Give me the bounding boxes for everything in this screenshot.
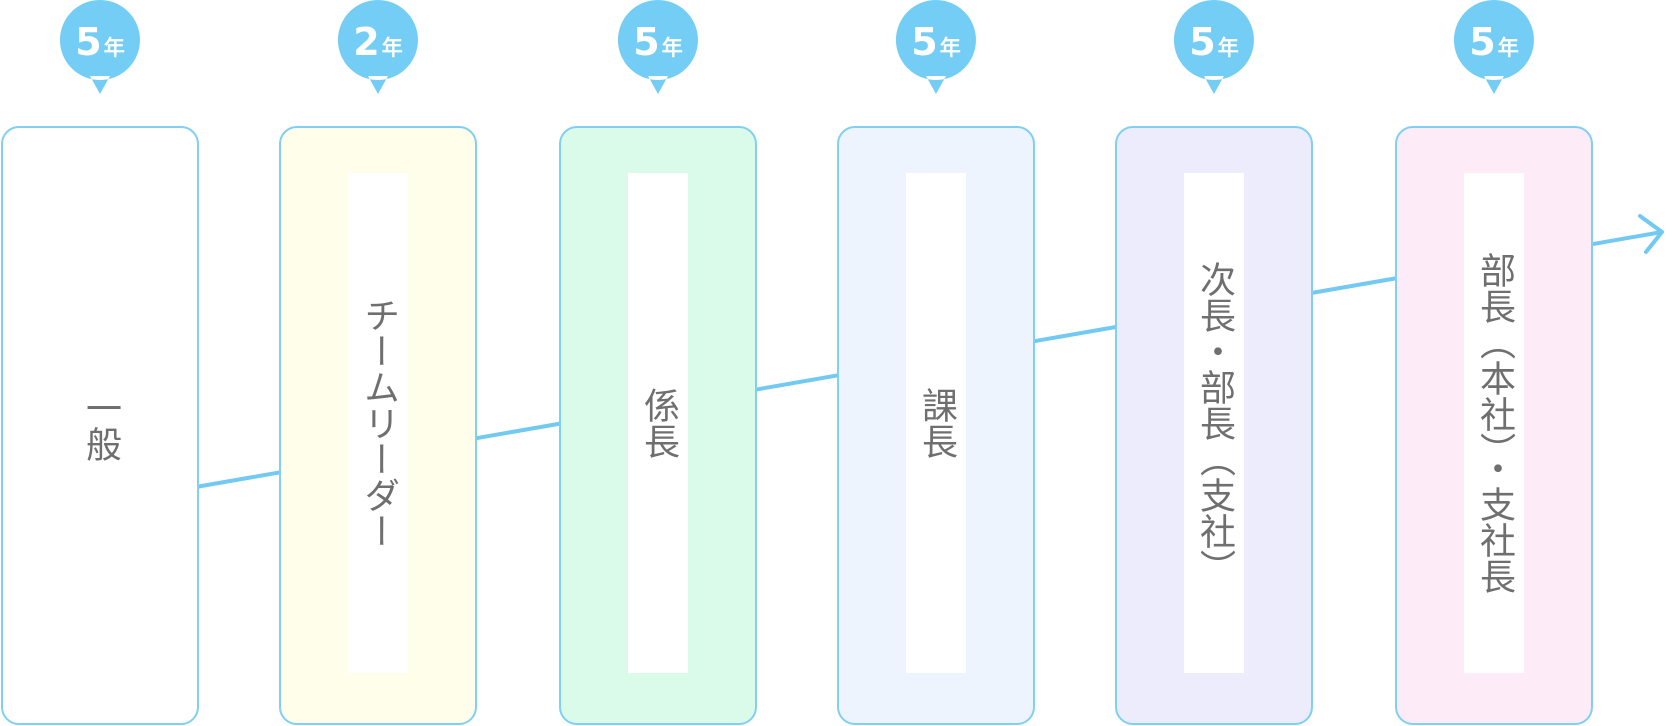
years-unit: 年 — [381, 36, 403, 60]
years-unit: 年 — [1497, 36, 1519, 60]
years-value: 5 — [75, 20, 102, 64]
years-value: 5 — [911, 20, 938, 64]
map-pin-icon — [1454, 0, 1534, 94]
stage-title-panel: 次長・部長（支社） — [1184, 173, 1244, 673]
years-badge: 2年 — [338, 0, 418, 94]
map-pin-icon — [1174, 0, 1254, 94]
stage-title: 部長（本社）・支社長 — [1474, 252, 1516, 594]
years-unit: 年 — [1217, 36, 1239, 60]
stage-card: 一般 — [1, 126, 199, 725]
stage-card: 課長 — [837, 126, 1035, 725]
stage-deputy-manager: 5年 次長・部長（支社） — [1115, 0, 1313, 726]
years-value: 5 — [1469, 20, 1496, 64]
stage-card: 次長・部長（支社） — [1115, 126, 1313, 725]
map-pin-icon — [896, 0, 976, 94]
years-label: 2年 — [338, 20, 418, 72]
years-badge: 5年 — [618, 0, 698, 94]
arrow-head-icon — [1638, 214, 1664, 254]
stage-chief: 5年 係長 — [559, 0, 757, 726]
stage-title: 一般 — [80, 389, 122, 462]
years-badge: 5年 — [896, 0, 976, 94]
years-label: 5年 — [1454, 20, 1534, 72]
map-pin-icon — [618, 0, 698, 94]
map-pin-icon — [338, 0, 418, 94]
years-badge: 5年 — [1454, 0, 1534, 94]
years-value: 2 — [353, 20, 380, 64]
years-label: 5年 — [1174, 20, 1254, 72]
years-unit: 年 — [661, 36, 683, 60]
years-unit: 年 — [939, 36, 961, 60]
stage-general-manager: 5年 部長（本社）・支社長 — [1395, 0, 1593, 726]
stage-section-manager: 5年 課長 — [837, 0, 1035, 726]
stage-title: 次長・部長（支社） — [1194, 261, 1236, 585]
map-pin-icon — [60, 0, 140, 94]
years-value: 5 — [633, 20, 660, 64]
years-value: 5 — [1189, 20, 1216, 64]
stage-general: 5年 一般 — [1, 0, 199, 726]
stage-title: 係長 — [638, 387, 680, 459]
stage-team-leader: 2年 チームリーダー — [279, 0, 477, 726]
years-label: 5年 — [60, 20, 140, 72]
stage-card: 係長 — [559, 126, 757, 725]
years-badge: 5年 — [60, 0, 140, 94]
stage-card: 部長（本社）・支社長 — [1395, 126, 1593, 725]
stage-title: 課長 — [916, 387, 958, 459]
years-label: 5年 — [896, 20, 976, 72]
years-badge: 5年 — [1174, 0, 1254, 94]
stage-title: チームリーダー — [358, 297, 400, 549]
stage-title-panel: 係長 — [628, 173, 688, 673]
years-label: 5年 — [618, 20, 698, 72]
stage-title-panel: 課長 — [906, 173, 966, 673]
stage-title-panel: チームリーダー — [348, 173, 408, 673]
stage-card: チームリーダー — [279, 126, 477, 725]
stage-title-panel: 部長（本社）・支社長 — [1464, 173, 1524, 673]
years-unit: 年 — [103, 36, 125, 60]
